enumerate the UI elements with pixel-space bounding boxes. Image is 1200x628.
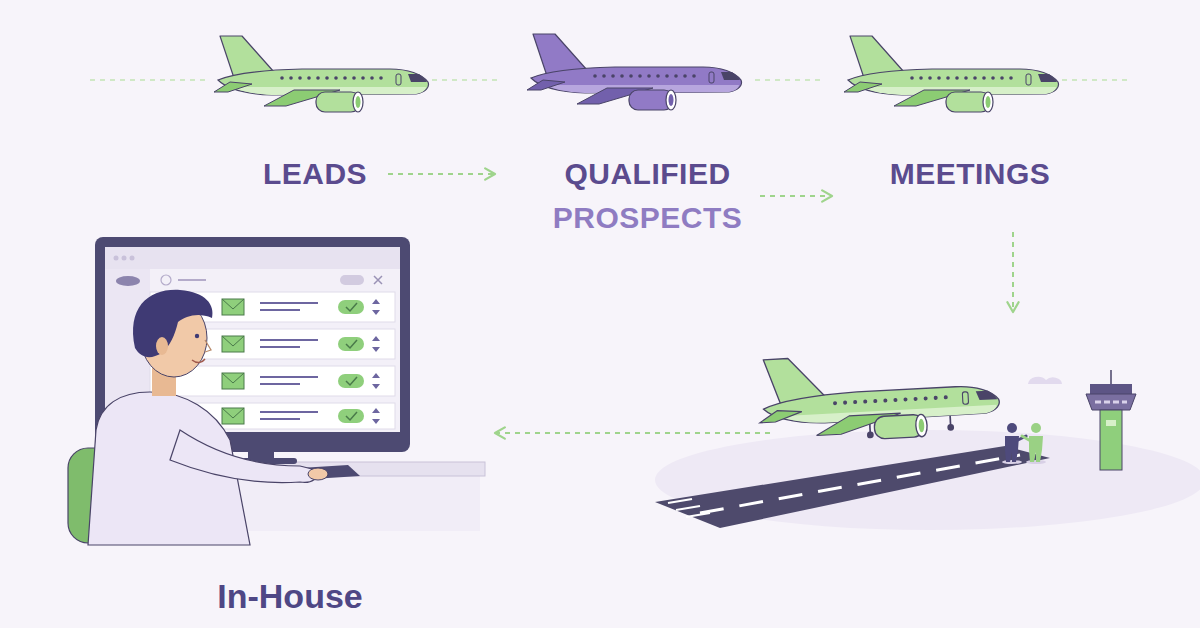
computer-scene-part: [260, 339, 318, 341]
computer-scene-part: [260, 302, 318, 304]
computer-scene-part: [130, 256, 135, 261]
computer-scene-part: [222, 299, 244, 309]
stage-node: In-House: [190, 574, 390, 622]
computer-scene-part: [170, 430, 317, 483]
runway-scene-part: [1007, 423, 1017, 433]
computer-scene-part: [222, 299, 244, 315]
computer-scene-part: [260, 418, 300, 420]
stage-label: In-House: [190, 574, 390, 618]
flight-path-part: [432, 79, 500, 81]
computer-scene-part: [372, 299, 380, 315]
airplane-icon: [527, 34, 742, 110]
stage-node: MEETINGS: [832, 152, 1108, 196]
flight-path-part: [1062, 79, 1130, 81]
computer-scene-part: [338, 300, 364, 314]
flow-arrow-part: [495, 432, 770, 434]
runway-scene-part: [668, 499, 692, 503]
computer-scene-part: [222, 336, 244, 346]
airplane-icon: [844, 36, 1059, 112]
runway-scene-part: [1028, 377, 1062, 384]
computer-scene-part: [346, 340, 357, 348]
computer-scene-part: [222, 373, 244, 383]
runway-scene-part: [1029, 436, 1043, 462]
runway-scene-part: [1022, 436, 1029, 440]
computer-scene-part: [260, 383, 300, 385]
runway-scene-part: [655, 446, 1050, 528]
computer-scene-part: [260, 346, 300, 348]
stage-node: QUALIFIEDPROSPECTS: [495, 152, 760, 242]
computer-scene-part: [156, 337, 168, 355]
computer-scene-part: [205, 340, 211, 352]
runway-scene-part: [1031, 423, 1041, 433]
runway-scene-part: [757, 348, 1001, 446]
computer-scene-part: [372, 373, 380, 389]
computer-scene-part: [346, 377, 357, 385]
computer-scene: [68, 237, 485, 545]
computer-scene-part: [340, 275, 364, 285]
flow-connector: [388, 173, 495, 175]
flight-path-part: [90, 79, 205, 81]
computer-scene-part: [116, 276, 140, 286]
computer-scene-part: [338, 337, 364, 351]
computer-scene-part: [192, 359, 205, 363]
runway-scene-part-part: [947, 424, 954, 431]
computer-scene-part: [195, 334, 199, 338]
runway-scene-part: [1095, 401, 1127, 404]
computer-scene-part: [372, 336, 380, 352]
runway-scene-part-part: [949, 415, 951, 425]
runway-scene-part: [1090, 384, 1132, 394]
flight-path-part: [755, 79, 820, 81]
computer-scene-part: [346, 303, 357, 311]
computer-scene-part: [178, 279, 206, 281]
runway-scene-part: [1086, 394, 1136, 410]
computer-scene-part: [260, 376, 318, 378]
computer-scene-part: [122, 256, 127, 261]
computer-scene-part: [114, 256, 119, 261]
flow-connector: [760, 195, 832, 197]
runway-scene-part-part: [757, 348, 1001, 446]
stage-label: QUALIFIED: [535, 152, 760, 196]
computer-scene-part: [338, 374, 364, 388]
airplane-icon-part: [844, 36, 1059, 112]
stage-label: LEADS: [242, 152, 388, 196]
runway-scene-part: [686, 513, 710, 517]
computer-scene-part: [161, 275, 171, 285]
runway-scene-part: [1100, 410, 1122, 470]
computer-scene-part: [308, 468, 328, 480]
computer-scene-part: [222, 336, 244, 352]
stage-label: PROSPECTS: [535, 196, 760, 240]
airplane-icon-part: [214, 36, 429, 112]
computer-scene-part: [338, 409, 364, 423]
computer-scene-part: [374, 276, 382, 284]
runway-scene-part: [700, 455, 1020, 513]
computer-scene-part: [372, 408, 380, 424]
runway-scene-part: [1106, 420, 1116, 426]
airplane-icon-part: [527, 34, 742, 110]
stage-label: MEETINGS: [832, 152, 1108, 196]
computer-scene-part: [346, 412, 357, 420]
runway-scene-part: [1110, 370, 1112, 384]
computer-scene-part: [260, 309, 300, 311]
computer-scene-part: [133, 290, 212, 357]
computer-scene-part: [105, 247, 400, 269]
computer-scene-part: [222, 408, 244, 418]
computer-scene-part: [260, 411, 318, 413]
computer-scene-part: [222, 373, 244, 389]
runway-scene: [655, 348, 1200, 530]
flow-arrow-part: [1012, 232, 1014, 312]
runway-scene-part-part: [867, 431, 874, 438]
airplane-icon: [214, 36, 429, 112]
stage-node: LEADS: [242, 152, 388, 196]
runway-scene-part: [676, 506, 700, 510]
computer-scene-part: [222, 408, 244, 424]
